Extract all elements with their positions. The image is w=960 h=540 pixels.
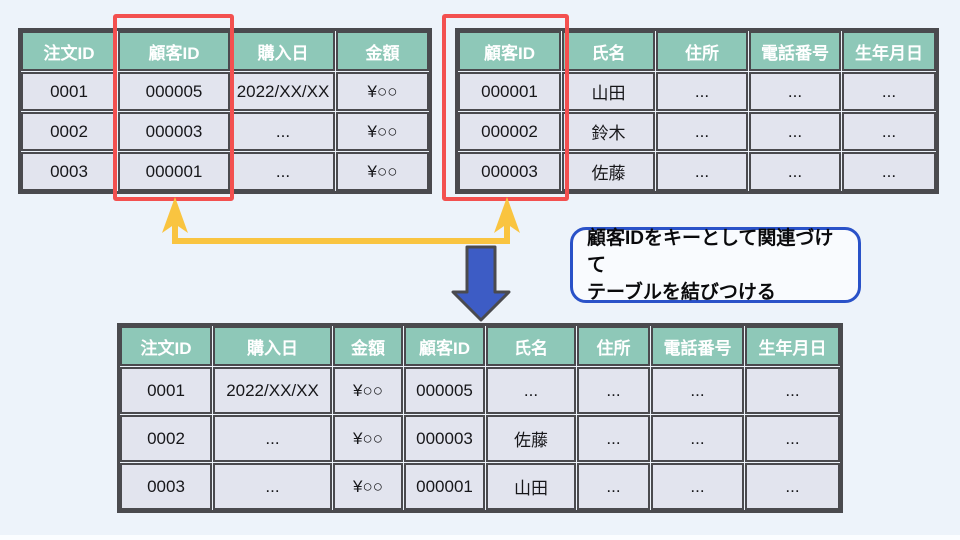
table-cell: ...	[577, 415, 650, 462]
table-cell: ...	[749, 72, 841, 111]
header-cell: 金額	[333, 326, 403, 366]
table-cell: ...	[656, 152, 748, 191]
table-cell: 0001	[21, 72, 117, 111]
table-cell: ...	[842, 72, 936, 111]
table-cell: 0002	[120, 415, 212, 462]
table-cell: 山田	[562, 72, 655, 111]
table-cell: 000001	[458, 72, 561, 111]
header-cell: 住所	[577, 326, 650, 366]
table-cell: ...	[486, 367, 576, 414]
table-cell: ...	[656, 72, 748, 111]
table-cell: 0001	[120, 367, 212, 414]
table-cell: ...	[749, 152, 841, 191]
table-cell: 000003	[458, 152, 561, 191]
callout-text-line1: 顧客IDをキーとして関連づけて	[587, 227, 834, 276]
header-cell: 注文ID	[21, 31, 117, 71]
header-cell: 住所	[656, 31, 748, 71]
table-cell: ...	[745, 367, 840, 414]
orders-customer-id-highlight-frame	[113, 14, 234, 201]
callout-text-line2: テーブルを結びつける	[587, 281, 776, 303]
table-cell: ¥○○	[333, 463, 403, 510]
header-cell: 電話番号	[749, 31, 841, 71]
header-cell: 氏名	[486, 326, 576, 366]
table-cell: ¥○○	[336, 72, 429, 111]
header-cell: 電話番号	[651, 326, 744, 366]
header-cell: 顧客ID	[404, 326, 485, 366]
table-cell: ¥○○	[333, 415, 403, 462]
table-cell: 000005	[118, 72, 230, 111]
header-cell: 顧客ID	[458, 31, 561, 71]
table-cell: 000001	[404, 463, 485, 510]
header-cell: 購入日	[231, 31, 335, 71]
table-cell: 鈴木	[562, 112, 655, 151]
table-cell: 2022/XX/XX	[213, 367, 332, 414]
table-cell: 佐藤	[486, 415, 576, 462]
table-cell: ...	[651, 415, 744, 462]
table-cell: ...	[745, 463, 840, 510]
join-key-callout: 顧客IDをキーとして関連づけて テーブルを結びつける	[570, 227, 861, 303]
customers-customer-id-highlight-frame	[442, 14, 569, 201]
header-cell: 顧客ID	[118, 31, 230, 71]
table-cell: ...	[656, 112, 748, 151]
header-cell: 金額	[336, 31, 429, 71]
table-cell: ...	[842, 112, 936, 151]
header-cell: 生年月日	[745, 326, 840, 366]
table-cell: 0002	[21, 112, 117, 151]
table-cell: ...	[745, 415, 840, 462]
table-cell: 000002	[458, 112, 561, 151]
table-cell: ...	[651, 367, 744, 414]
table-cell: ...	[213, 415, 332, 462]
table-cell: 佐藤	[562, 152, 655, 191]
table-cell: ...	[651, 463, 744, 510]
table-cell: 2022/XX/XX	[231, 72, 335, 111]
header-cell: 購入日	[213, 326, 332, 366]
table-cell: 山田	[486, 463, 576, 510]
table-cell: ...	[577, 367, 650, 414]
table-cell: 000001	[118, 152, 230, 191]
join-connector-arrow-icon	[162, 197, 520, 244]
table-cell: 000003	[118, 112, 230, 151]
header-cell: 生年月日	[842, 31, 936, 71]
table-cell: ¥○○	[333, 367, 403, 414]
bottom-edge-strip	[0, 535, 960, 540]
table-cell: ...	[842, 152, 936, 191]
table-cell: ...	[231, 112, 335, 151]
table-cell: ...	[749, 112, 841, 151]
header-cell: 注文ID	[120, 326, 212, 366]
table-cell: ...	[231, 152, 335, 191]
table-cell: ¥○○	[336, 112, 429, 151]
table-cell: ¥○○	[336, 152, 429, 191]
merge-down-arrow-icon	[451, 245, 511, 322]
table-cell: 000003	[404, 415, 485, 462]
table-cell: 0003	[21, 152, 117, 191]
table-cell: ...	[213, 463, 332, 510]
table-cell: ...	[577, 463, 650, 510]
table-cell: 0003	[120, 463, 212, 510]
table-cell: 000005	[404, 367, 485, 414]
header-cell: 氏名	[562, 31, 655, 71]
